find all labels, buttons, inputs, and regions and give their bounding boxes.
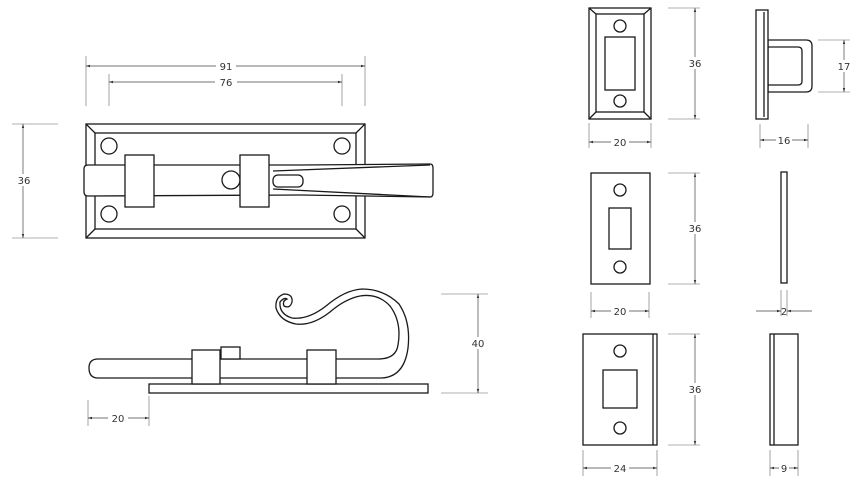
dim-36-keep1: 36 xyxy=(668,7,704,120)
dim-label: 36 xyxy=(18,176,31,187)
keep1-side-view xyxy=(755,9,813,120)
dim-16: 16 xyxy=(759,124,809,148)
staple xyxy=(124,154,155,208)
keep1-front-view xyxy=(588,7,652,120)
dim-label: 36 xyxy=(689,59,702,70)
staple xyxy=(306,349,337,385)
bolt-tab xyxy=(220,346,241,360)
screw-hole xyxy=(333,205,351,223)
base-plate xyxy=(148,383,429,394)
dim-label: 2 xyxy=(781,307,787,318)
dim-24: 24 xyxy=(582,450,658,476)
dim-20-keep2: 20 xyxy=(590,292,650,318)
bolt-side-view xyxy=(88,288,429,394)
dim-91: 91 xyxy=(85,56,366,106)
dim-label: 17 xyxy=(838,62,851,73)
dim-label: 9 xyxy=(781,464,787,475)
dim-label: 20 xyxy=(614,138,627,149)
dim-label: 40 xyxy=(472,339,485,350)
dim-label: 20 xyxy=(112,414,125,425)
dim-label: 20 xyxy=(614,307,627,318)
bolt-slot xyxy=(272,174,304,188)
dim-20-keep1: 20 xyxy=(588,123,652,149)
dim-label: 24 xyxy=(614,464,627,475)
screw-hole xyxy=(100,137,118,155)
dim-9: 9 xyxy=(769,450,799,476)
dim-2: 2 xyxy=(756,290,812,318)
staple xyxy=(239,154,270,208)
bolt-hook xyxy=(88,288,410,379)
dim-36-keep2: 36 xyxy=(668,172,704,285)
dim-label: 36 xyxy=(689,224,702,235)
dim-76: 76 xyxy=(108,74,343,106)
bolt-front-view xyxy=(83,123,434,239)
dim-36-bolt: 36 xyxy=(12,123,58,239)
dim-label: 36 xyxy=(689,385,702,396)
dim-label: 76 xyxy=(220,78,233,89)
staple xyxy=(191,349,221,385)
keep2-front-view xyxy=(590,172,651,285)
dim-20-bolt: 20 xyxy=(87,396,150,426)
bolt-knob xyxy=(221,170,241,190)
dim-label: 91 xyxy=(220,62,233,73)
dim-17: 17 xyxy=(818,39,853,93)
dim-36-keep3: 36 xyxy=(668,333,704,446)
keep2-side-view xyxy=(780,171,788,284)
screw-hole xyxy=(333,137,351,155)
dim-label: 16 xyxy=(778,136,791,147)
keep3-side-view xyxy=(769,333,799,446)
screw-hole xyxy=(100,205,118,223)
dim-40: 40 xyxy=(441,293,488,394)
keep3-front-view xyxy=(582,333,658,446)
